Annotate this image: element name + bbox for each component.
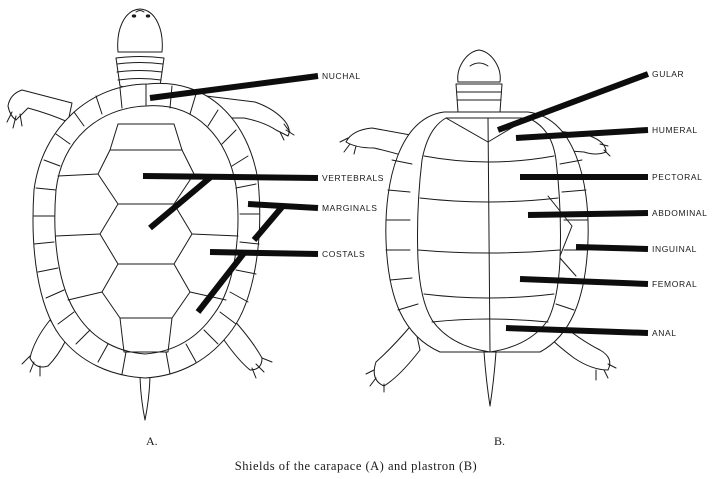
pointer-abdominal	[528, 213, 648, 215]
label-femoral: FEMORAL	[652, 279, 697, 289]
carapace-shell	[33, 83, 260, 378]
plastron-head	[458, 50, 501, 82]
panel-label-a: A.	[146, 434, 158, 449]
label-nuchal: NUCHAL	[322, 71, 361, 81]
carapace-left-foreleg	[8, 90, 72, 122]
label-costals: COSTALS	[322, 249, 365, 259]
label-anal: ANAL	[652, 328, 677, 338]
pointer-inguinal	[576, 247, 648, 249]
label-pectoral: PECTORAL	[652, 172, 702, 182]
plastron-neck	[456, 84, 502, 112]
pointer-marginals	[248, 204, 318, 208]
plastron-tail	[484, 352, 496, 406]
label-vertebrals: VERTEBRALS	[322, 173, 384, 183]
label-gular: GULAR	[652, 69, 684, 79]
label-marginals: MARGINALS	[322, 203, 377, 213]
pointer-gular	[498, 74, 648, 130]
carapace-head	[118, 9, 163, 52]
pointer-costals	[210, 252, 318, 254]
figure-caption: Shields of the carapace (A) and plastron…	[0, 459, 712, 474]
carapace-tail	[140, 372, 150, 420]
pointer-vertebrals	[143, 176, 318, 178]
label-inguinal: INGUINAL	[652, 244, 697, 254]
label-humeral: HUMERAL	[652, 125, 698, 135]
panel-label-b: B.	[494, 434, 505, 449]
carapace-illustration	[7, 9, 294, 420]
label-abdominal: ABDOMINAL	[652, 208, 707, 218]
